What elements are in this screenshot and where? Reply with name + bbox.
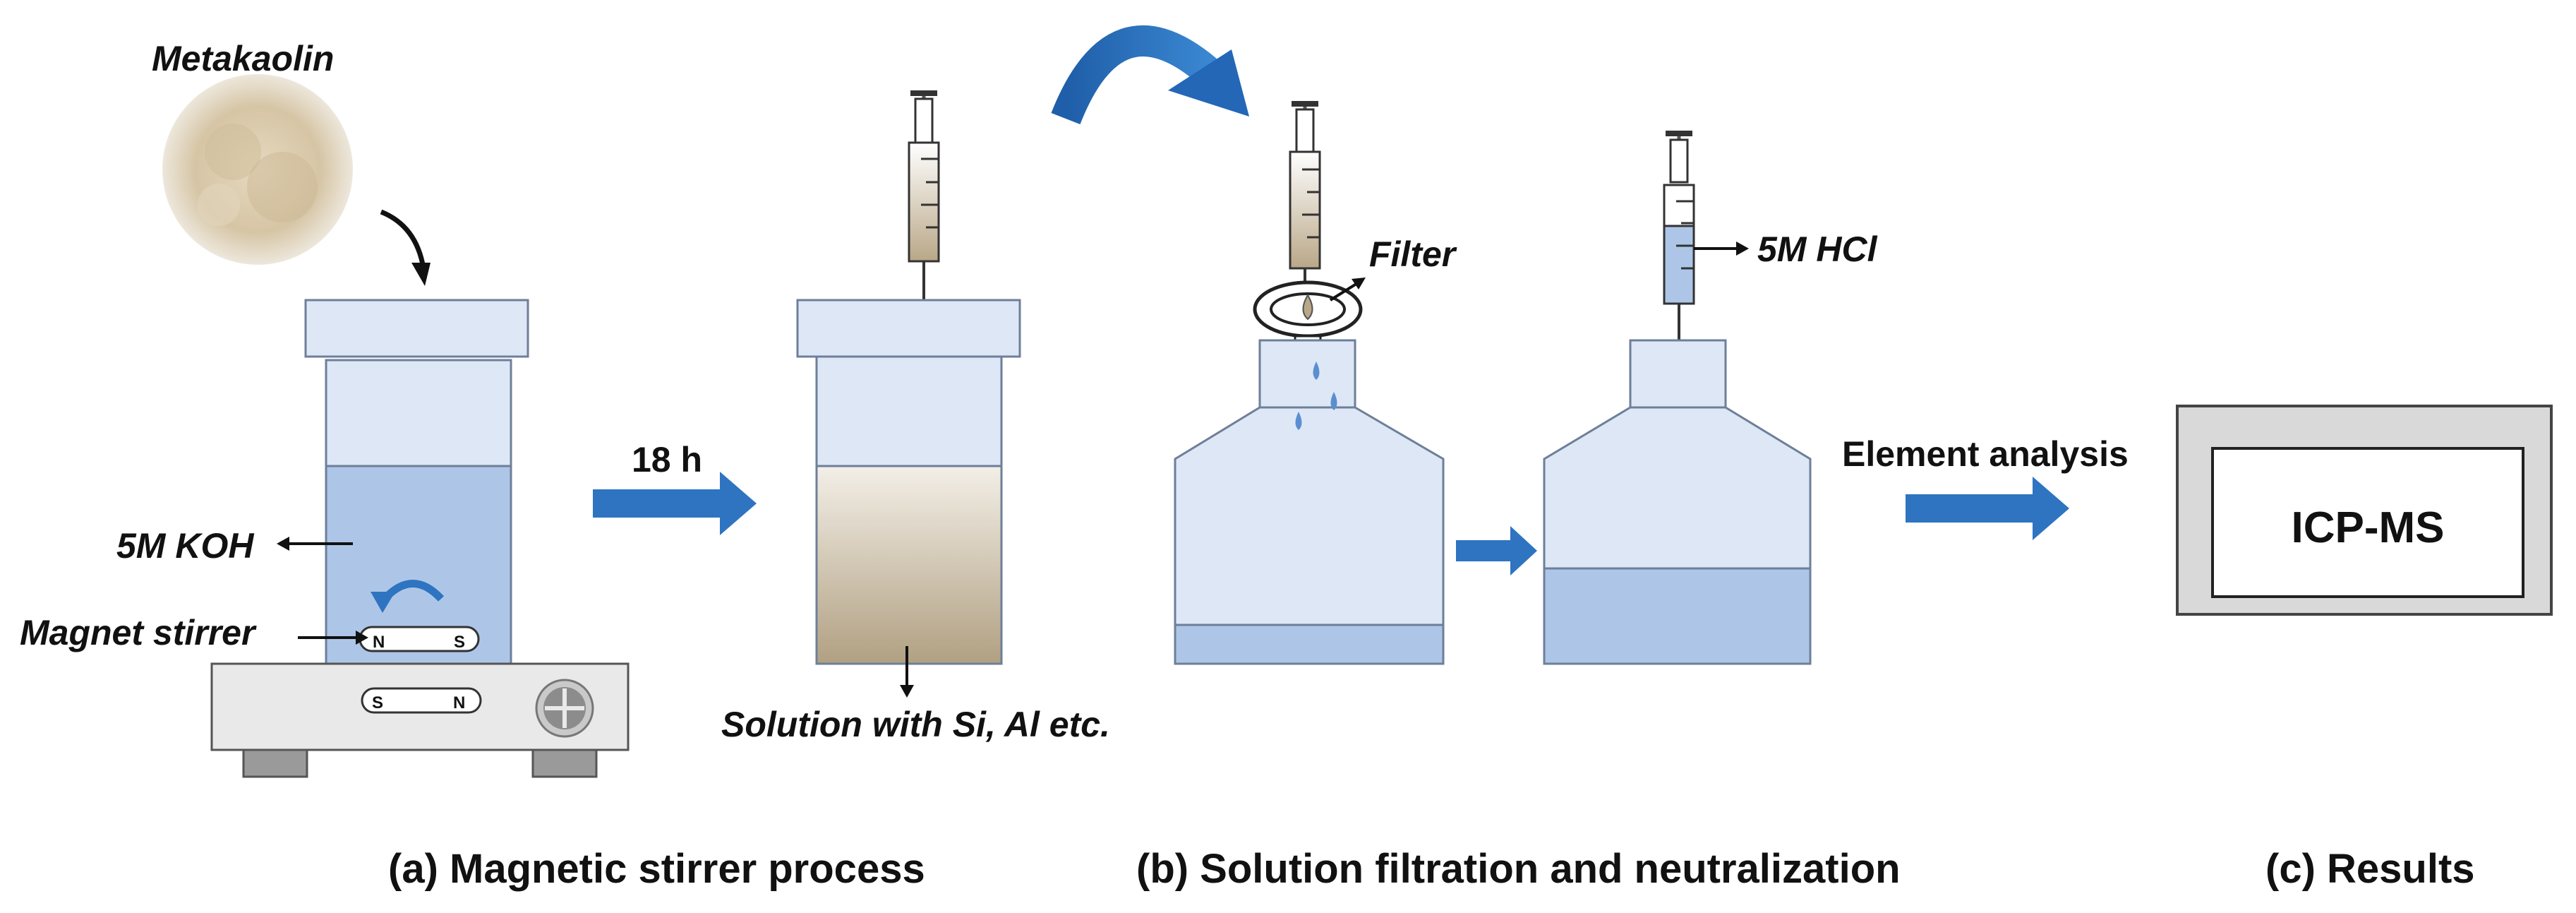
syringe-filter: [1289, 101, 1321, 290]
stirring-container: [304, 299, 529, 665]
filter-pointer: [1329, 281, 1360, 302]
stirrer-bar-s: S: [454, 633, 465, 652]
stir-rotation-arrowhead: [371, 592, 395, 613]
solution-label: Solution with Si, Al etc.: [721, 705, 1110, 744]
filtrate-drops: [1295, 362, 1337, 430]
stirrer-knob: [535, 679, 594, 738]
element-analysis-label: Element analysis: [1842, 434, 2129, 474]
base-magnet-s: S: [372, 693, 383, 712]
stirrer-bar-n: N: [373, 633, 385, 652]
filtrate-bottle: [1174, 339, 1445, 665]
filter-pointer-head: [1352, 278, 1366, 290]
koh-label: 5M KOH: [116, 526, 254, 566]
solution-container: [796, 299, 1021, 665]
transfer-curved-arrow: [1051, 25, 1249, 125]
time-label: 18 h: [632, 440, 702, 479]
metakaolin-label: Metakaolin: [152, 39, 334, 78]
icpms-instrument: [2176, 405, 2553, 616]
filter-label: Filter: [1369, 234, 1457, 274]
magnet-stirrer-label: Magnet stirrer: [20, 613, 257, 652]
metakaolin-powder: [162, 74, 353, 265]
neutralization-bottle: [1543, 339, 1812, 665]
hcl-pointer-head: [1736, 241, 1749, 256]
powder-drop-arrow: [380, 209, 426, 269]
base-magnet-n: N: [453, 693, 465, 712]
koh-pointer-head: [277, 537, 289, 551]
icpms-label: ICP-MS: [2292, 503, 2445, 552]
syringe-hcl: [1663, 131, 1695, 340]
process-arrow-analysis: [1906, 477, 2069, 540]
powder-drop-arrowhead: [411, 263, 431, 286]
syringe-sampling: [908, 90, 940, 300]
caption-a: (a) Magnetic stirrer process: [388, 846, 925, 892]
process-arrow-neutralize: [1456, 526, 1537, 575]
process-arrow-18h: [593, 472, 757, 535]
stirrer-bar: N S: [359, 626, 480, 652]
caption-b: (b) Solution filtration and neutralizati…: [1136, 846, 1901, 892]
solution-pointer-head: [900, 685, 914, 698]
hcl-label: 5M HCl: [1757, 229, 1878, 269]
caption-c: (c) Results: [2265, 846, 2475, 892]
magnet-stirrer-pointer-head: [356, 631, 368, 645]
